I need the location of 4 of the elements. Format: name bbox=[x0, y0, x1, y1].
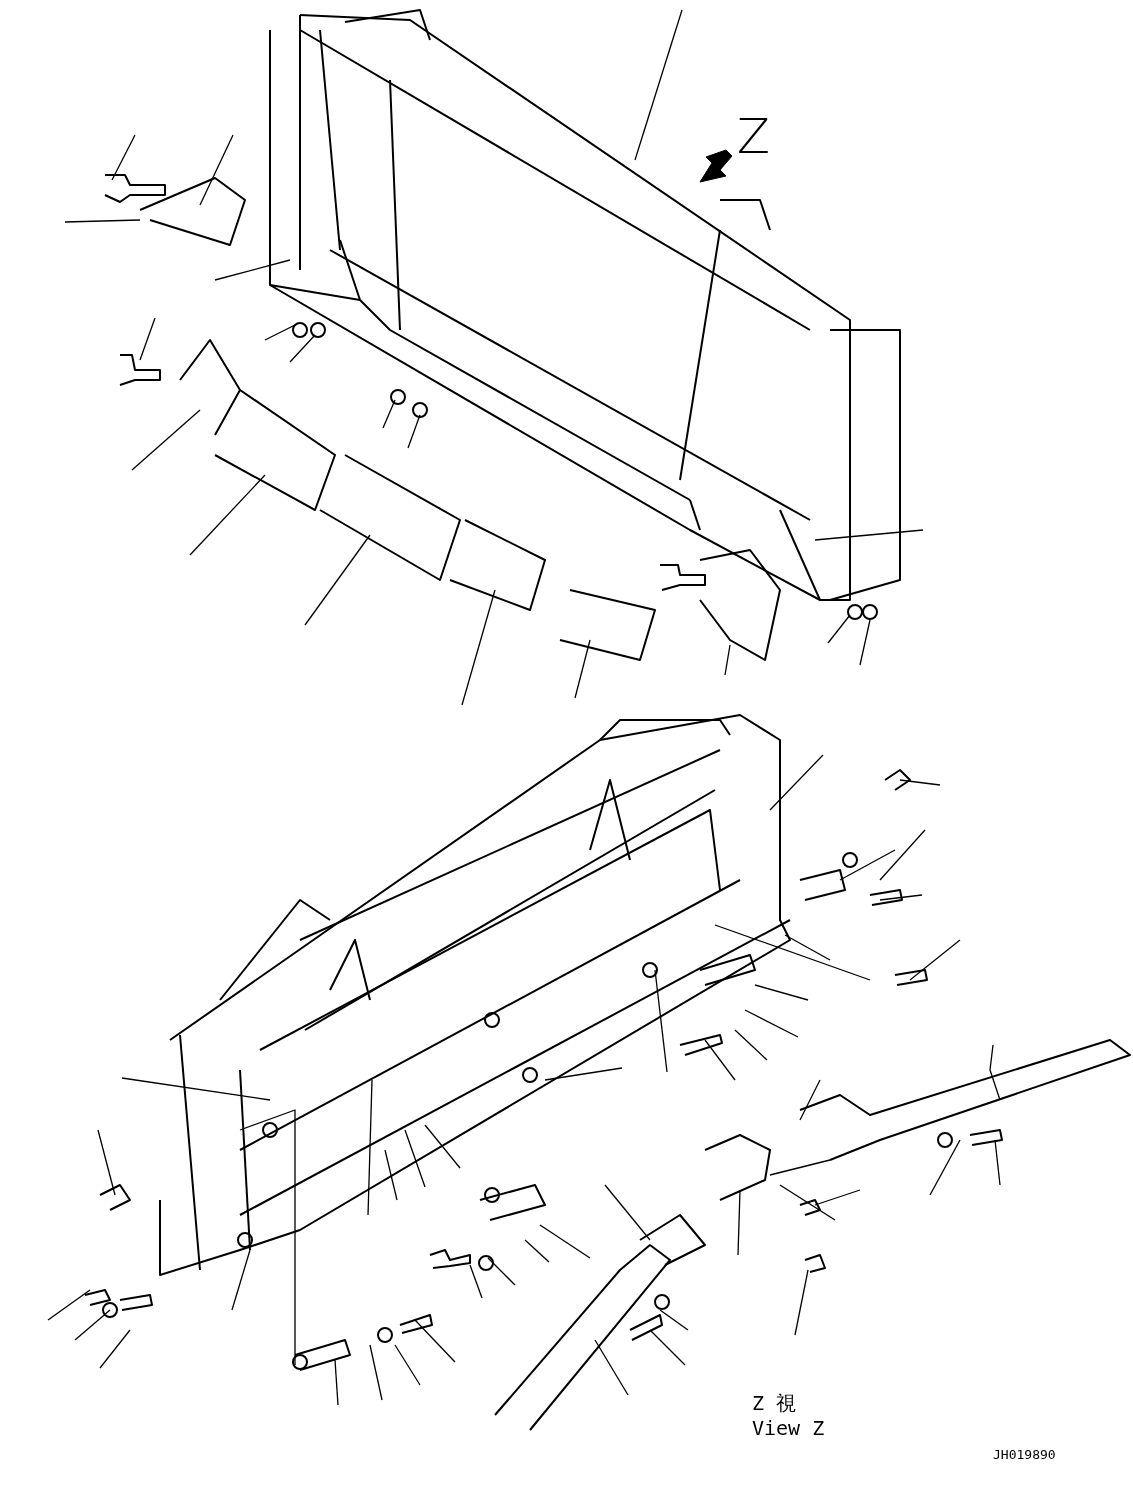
view-caption: View Z bbox=[752, 1418, 825, 1438]
drawing-number: JH019890 bbox=[993, 1448, 1056, 1461]
view-label: Z bbox=[737, 112, 770, 160]
view-caption: Z 視 bbox=[752, 1393, 797, 1413]
